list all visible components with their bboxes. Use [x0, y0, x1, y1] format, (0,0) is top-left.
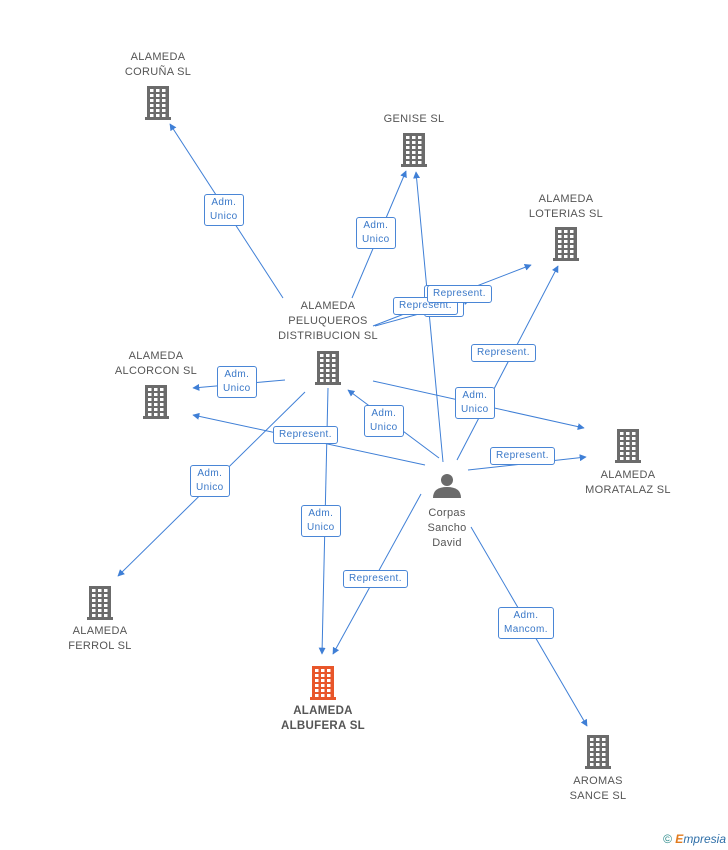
node-label-loterias-0: ALAMEDA	[538, 193, 594, 205]
node-label-ferrol-1: FERROL SL	[68, 640, 132, 652]
building-icon-loterias	[553, 227, 579, 261]
edge-label-peluqueros-to-alcorcon: Adm. Unico	[217, 366, 257, 398]
edge-label-person-to-moratalaz: Represent.	[490, 447, 555, 465]
edge-label-peluqueros-to-moratalaz: Adm. Unico	[455, 387, 495, 419]
building-icon-moratalaz	[615, 429, 641, 463]
node-label-ferrol-0: ALAMEDA	[72, 625, 128, 637]
node-label-aromas-1: SANCE SL	[569, 790, 627, 802]
node-coruna[interactable]: ALAMEDA CORUÑA SL	[93, 50, 223, 80]
copyright-symbol: ©	[663, 832, 672, 846]
node-label-person-0: Corpas	[428, 507, 466, 519]
edge-person-to-genise	[413, 171, 444, 463]
brand-rest: mpresia	[683, 832, 726, 846]
edge-label-peluqueros-to-genise: Adm. Unico	[356, 217, 396, 249]
node-label-aromas-0: AROMAS	[573, 775, 623, 787]
building-icon-ferrol	[87, 586, 113, 620]
node-label-person-1: Sancho	[427, 522, 467, 534]
edge-person-to-loterias	[456, 265, 559, 461]
node-label-loterias-1: LOTERIAS SL	[528, 208, 604, 220]
footer-brand: © Empresia	[663, 832, 726, 846]
node-label-moratalaz-1: MORATALAZ SL	[585, 484, 671, 496]
building-icon-aromas	[585, 735, 611, 769]
building-icon-albufera	[310, 666, 336, 700]
node-label-genise-0: GENISE SL	[383, 113, 445, 125]
edge-label-person-to-peluqueros: Adm. Unico	[364, 405, 404, 437]
node-moratalaz[interactable]: ALAMEDA MORATALAZ SL	[563, 468, 693, 498]
node-peluqueros[interactable]: ALAMEDA PELUQUEROS DISTRIBUCION SL	[263, 299, 393, 344]
edge-label-person-to-genise: Represent.	[427, 285, 492, 303]
node-label-coruna-0: ALAMEDA	[130, 51, 186, 63]
building-icon-genise	[401, 133, 427, 167]
node-label-coruna-1: CORUÑA SL	[124, 66, 192, 78]
edge-label-peluqueros-to-albufera: Adm. Unico	[301, 505, 341, 537]
edge-label-person-to-alcorcon: Represent.	[273, 426, 338, 444]
node-label-person-2: David	[432, 537, 462, 549]
edge-label-peluqueros-to-ferrol: Adm. Unico	[190, 465, 230, 497]
edge-label-person-to-aromas: Adm. Mancom.	[498, 607, 554, 639]
brand-e: E	[675, 832, 684, 846]
node-label-peluqueros-2: DISTRIBUCION SL	[278, 330, 378, 342]
node-label-peluqueros-0: ALAMEDA	[300, 300, 356, 312]
node-label-peluqueros-1: PELUQUEROS	[288, 315, 368, 327]
node-label-moratalaz-0: ALAMEDA	[600, 469, 656, 481]
node-label-albufera-0: ALAMEDA	[293, 705, 353, 717]
edge-label-peluqueros-to-coruna: Adm. Unico	[204, 194, 244, 226]
node-label-albufera-1: ALBUFERA SL	[280, 720, 365, 732]
edge-label-person-to-albufera: Represent.	[343, 570, 408, 588]
person-icon	[433, 474, 461, 498]
building-icon-alcorcon	[143, 385, 169, 419]
node-loterias[interactable]: ALAMEDA LOTERIAS SL	[501, 192, 631, 222]
building-icon-coruna	[145, 86, 171, 120]
node-aromas[interactable]: AROMAS SANCE SL	[533, 774, 663, 804]
edge-label-person-to-loterias: Represent.	[471, 344, 536, 362]
node-label-alcorcon-1: ALCORCON SL	[114, 365, 198, 377]
building-icon-peluqueros	[315, 351, 341, 385]
node-genise[interactable]: GENISE SL	[349, 112, 479, 127]
node-alcorcon[interactable]: ALAMEDA ALCORCON SL	[91, 349, 221, 379]
node-ferrol[interactable]: ALAMEDA FERROL SL	[35, 624, 165, 654]
node-albufera[interactable]: ALAMEDA ALBUFERA SL	[258, 704, 388, 734]
node-label-alcorcon-0: ALAMEDA	[128, 350, 184, 362]
